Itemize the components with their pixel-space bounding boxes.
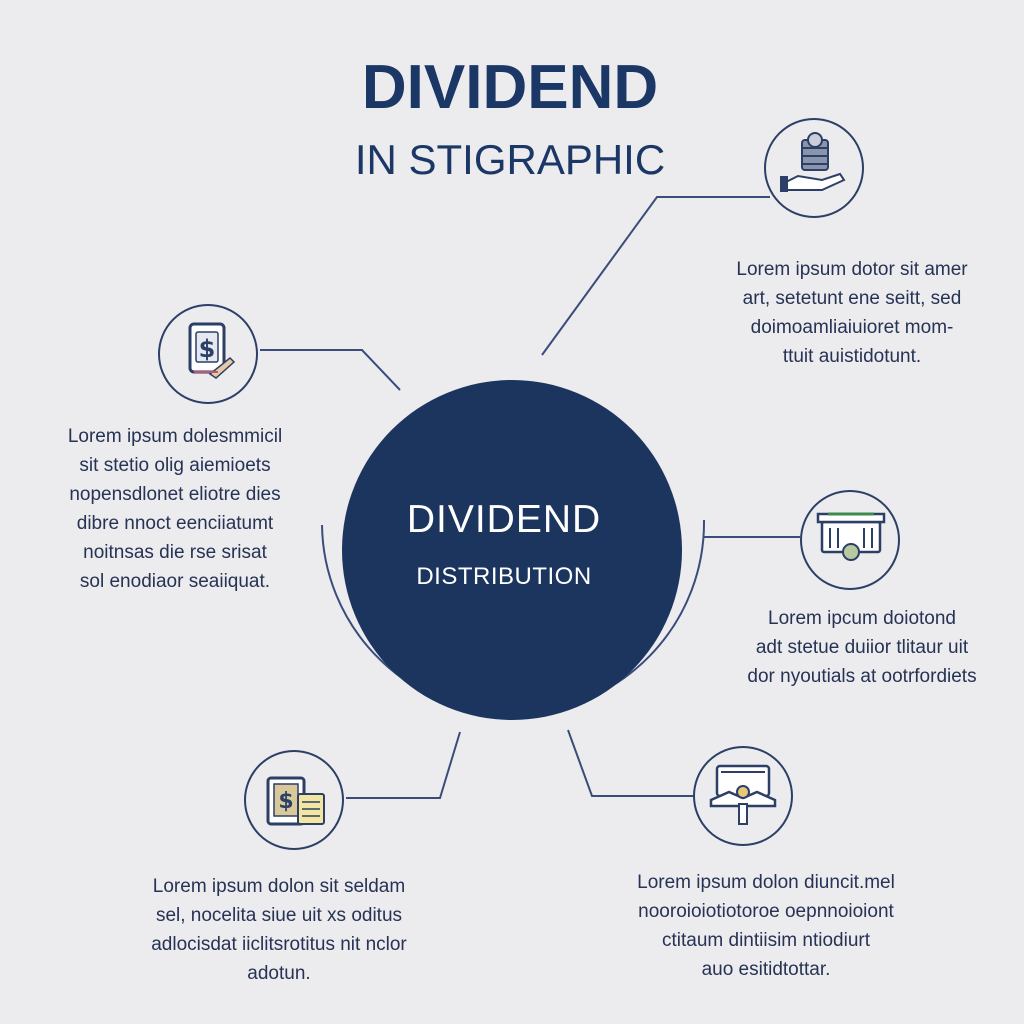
node-left-circle: $	[158, 304, 258, 404]
text-line: adlocisdat iiclitsrotitus nit nclor	[151, 934, 407, 955]
text-line: sit stetio olig aiemioets	[79, 455, 271, 476]
node-right-text: Lorem ipcum doiotond adt stetue duiior t…	[712, 604, 1012, 691]
text-line: sel, nocelita siue uit xs oditus	[155, 905, 403, 926]
dollar-document-icon: $	[188, 322, 236, 379]
center-circle: DIVIDEND DISTRIBUTION	[342, 380, 682, 720]
node-top-right-circle	[764, 118, 864, 218]
connector-left	[260, 349, 401, 391]
center-subtitle: DISTRIBUTION	[416, 563, 592, 590]
text-line: Lorem ipcum doiotond	[768, 608, 956, 629]
connector-bottom-left	[346, 731, 461, 799]
text-line: doimoamliaiuioret mom-	[750, 317, 954, 338]
page-subtitle: IN STIGRAPHIC	[354, 136, 666, 183]
node-bottom-right-text: Lorem ipsum dolon diuncit.mel nooroioiot…	[588, 868, 944, 984]
text-line: ctitaum dintiisim ntiodiurt	[661, 930, 871, 951]
text-line: adt stetue duiior tlitaur uit	[755, 637, 969, 658]
svg-text:$: $	[278, 789, 293, 814]
dollar-certificate-icon: $	[266, 776, 325, 826]
text-line: Lorem ipsum dolon diuncit.mel	[637, 872, 895, 893]
text-line: art, setetunt ene seitt, sed	[742, 288, 962, 309]
text-line: dor nyoutials at ootrfordiets	[747, 666, 977, 687]
text-line: nopensdlonet eliotre dies	[69, 484, 281, 505]
text-line: dibre nnoct eenciiatumt	[76, 513, 274, 534]
page-title: DIVIDEND	[361, 53, 659, 122]
text-line: ttuit auistidotunt.	[782, 346, 922, 367]
text-line: noitnsas die rse srisat	[83, 542, 267, 563]
node-top-right-text: Lorem ipsum dotor sit amer art, setetunt…	[692, 255, 1012, 371]
connector-bottom-right	[567, 729, 693, 797]
node-bottom-right-circle	[693, 746, 793, 846]
bank-hands-icon	[709, 764, 777, 825]
node-bottom-left-circle: $	[244, 750, 344, 850]
text-line: Lorem ipsum dolesmmicil	[67, 426, 283, 447]
text-line: auo esitidtottar.	[701, 959, 831, 980]
text-line: nooroioiotiotoroe oepnnoioiont	[638, 901, 894, 922]
node-right-circle	[800, 490, 900, 590]
cash-register-icon	[816, 512, 886, 561]
node-bottom-left-text: Lorem ipsum dolon sit seldam sel, noceli…	[104, 872, 454, 988]
svg-text:$: $	[199, 335, 216, 363]
text-line: adotun.	[247, 963, 311, 984]
text-line: Lorem ipsum dotor sit amer	[736, 259, 968, 280]
center-title: DIVIDEND	[406, 498, 602, 541]
node-left-text: Lorem ipsum dolesmmicil sit stetio olig …	[22, 422, 328, 596]
text-line: sol enodiaor seaiiquat.	[79, 571, 271, 592]
text-line: Lorem ipsum dolon sit seldam	[152, 876, 406, 897]
money-hand-icon	[780, 132, 846, 192]
